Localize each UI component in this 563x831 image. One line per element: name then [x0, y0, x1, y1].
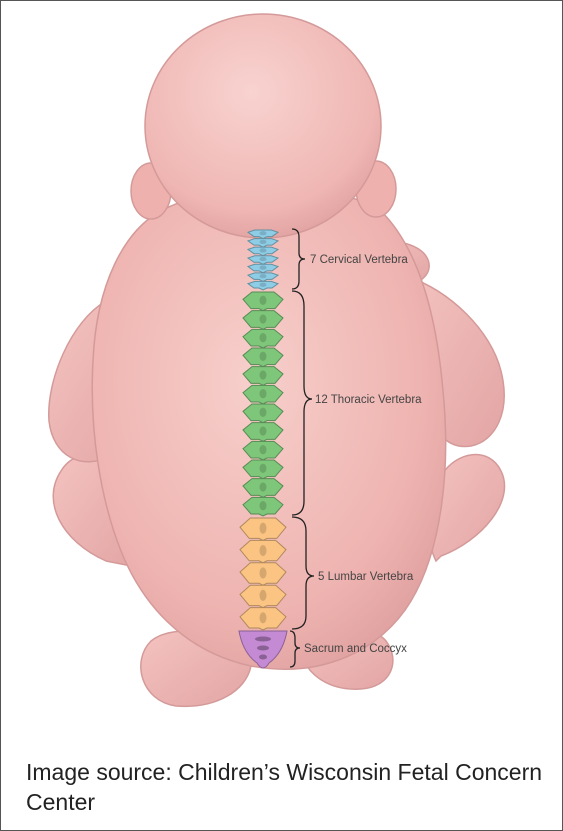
spinous-process [260, 352, 267, 361]
spinous-process [260, 545, 267, 556]
sacrum-foramen [259, 655, 267, 660]
sacrum-foramen [255, 637, 271, 642]
label-lumbar: 5 Lumbar Vertebra [318, 571, 414, 583]
spinous-process [260, 231, 267, 235]
spinous-process [260, 523, 267, 534]
spinous-process [260, 333, 267, 342]
spinous-process [260, 408, 267, 417]
image-source-caption: Image source: Children’s Wisconsin Fetal… [26, 757, 546, 817]
baby-spine-illustration: 7 Cervical Vertebra 12 Thoracic Vertebra… [1, 1, 562, 716]
spinous-process [260, 283, 267, 287]
spinous-process [260, 501, 267, 510]
label-thoracic: 12 Thoracic Vertebra [315, 394, 422, 406]
spinous-process [260, 464, 267, 473]
label-sacrum: Sacrum and Coccyx [304, 643, 407, 655]
spinous-process [260, 426, 267, 435]
spinous-process [260, 274, 267, 278]
spinous-process [260, 612, 267, 623]
spinous-process [260, 567, 267, 578]
spinous-process [260, 240, 267, 244]
spinous-process [260, 389, 267, 398]
spinous-process [260, 314, 267, 323]
sacrum-foramen [257, 646, 269, 651]
spinous-process [260, 248, 267, 252]
spinous-process [260, 370, 267, 379]
spinous-process [260, 590, 267, 601]
spinous-process [260, 257, 267, 261]
label-cervical: 7 Cervical Vertebra [310, 254, 408, 266]
spinous-process [260, 445, 267, 454]
head [145, 14, 381, 238]
spinous-process [260, 482, 267, 491]
spinous-process [260, 296, 267, 305]
spinous-process [260, 265, 267, 269]
